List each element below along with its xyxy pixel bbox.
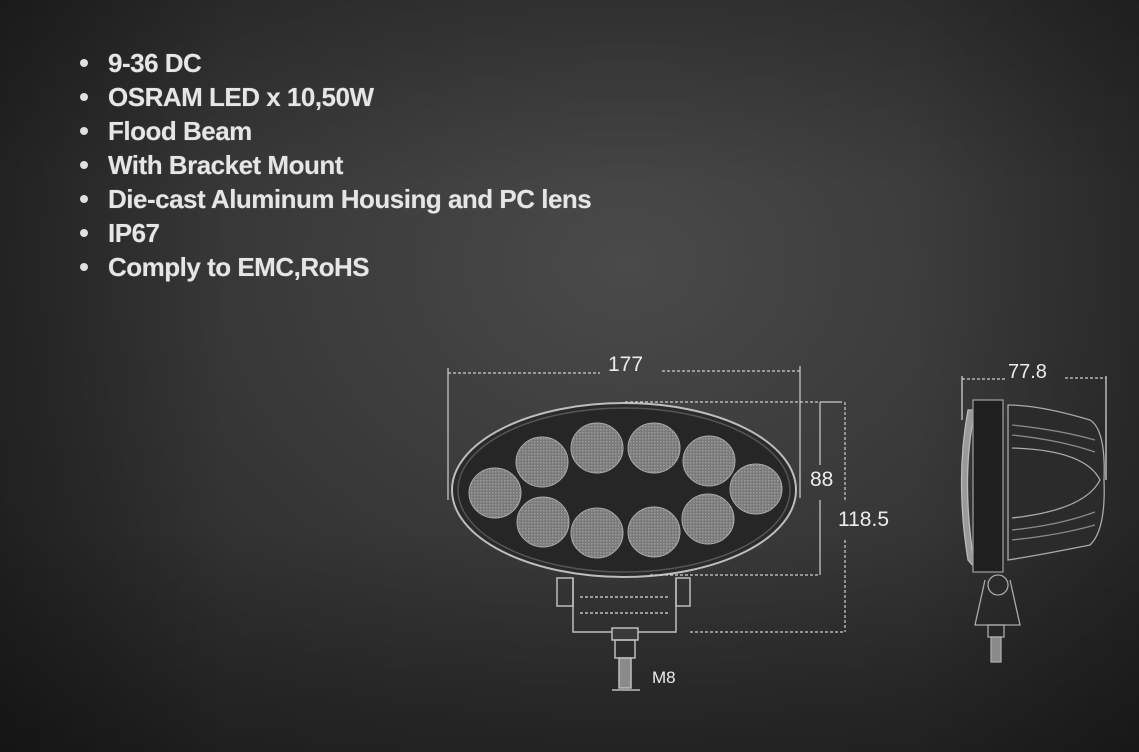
depth-dimension-label: 77.8	[1008, 361, 1047, 383]
heatsink-fins	[1007, 404, 1105, 561]
total-height-dimension-label: 118.5	[838, 508, 889, 531]
mounting-bolt	[611, 627, 640, 691]
depth-dimension-line	[962, 377, 1106, 380]
bullet-icon	[80, 59, 88, 67]
mounting-bracket	[556, 577, 691, 633]
spec-item: Flood Beam	[80, 114, 591, 148]
bullet-icon	[80, 161, 88, 169]
spec-item: With Bracket Mount	[80, 148, 591, 182]
bolt-size-label: M8	[652, 668, 676, 687]
spec-item: 9-36 DC	[80, 46, 591, 80]
bullet-icon	[80, 263, 88, 271]
lens-height-dimension-label: 88	[810, 468, 834, 491]
side-bracket	[974, 574, 1021, 663]
led-array	[468, 422, 783, 559]
spec-list: 9-36 DC OSRAM LED x 10,50W Flood Beam Wi…	[80, 46, 592, 284]
spec-item: Die-cast Aluminum Housing and PC lens	[80, 182, 592, 216]
width-dimension-line	[447, 366, 801, 500]
bullet-icon	[80, 195, 88, 203]
side-view	[960, 376, 1107, 663]
bullet-icon	[80, 127, 88, 135]
spec-item: OSRAM LED x 10,50W	[80, 80, 591, 114]
lens-profile	[960, 409, 977, 571]
spec-item: IP67	[80, 216, 591, 250]
housing-profile	[972, 399, 1004, 573]
spec-item: Comply to EMC,RoHS	[80, 250, 591, 284]
bullet-icon	[80, 229, 88, 237]
front-view	[447, 366, 846, 691]
bullet-icon	[80, 93, 88, 101]
width-dimension-label: 177	[608, 353, 644, 376]
